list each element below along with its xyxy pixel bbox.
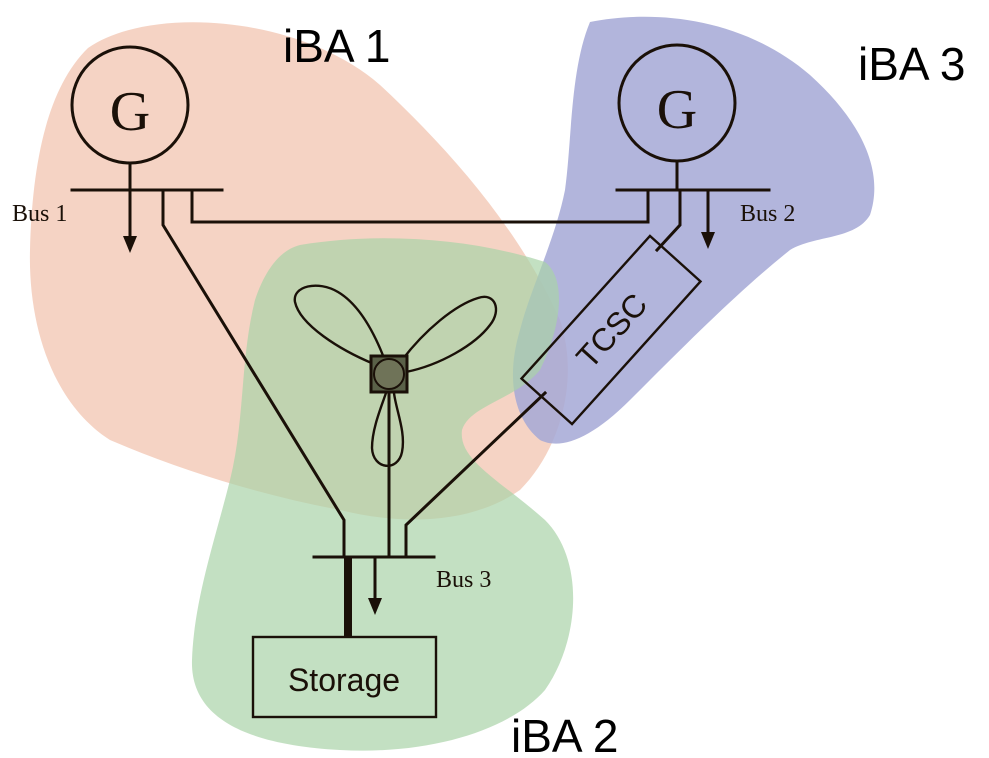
load-arrow-icon (368, 555, 382, 615)
line-bus2-tcsc (654, 188, 682, 253)
iba3-label: iBA 3 (858, 38, 965, 90)
generator-2: G (617, 43, 737, 192)
bus-3-label: Bus 3 (436, 567, 491, 593)
generator-1-label: G (110, 81, 150, 143)
load-arrow-icon (123, 188, 137, 253)
iba2-label: iBA 2 (511, 710, 618, 758)
generator-1: G (70, 45, 190, 192)
storage-box (251, 635, 438, 719)
storage-label: Storage (288, 662, 400, 698)
generator-2-label: G (657, 79, 697, 141)
iba2-region (191, 238, 574, 751)
iba1-label: iBA 1 (283, 20, 390, 72)
load-arrow-icon (701, 188, 715, 249)
line-bus1-bus2 (190, 188, 650, 224)
bus-2-label: Bus 2 (740, 201, 795, 227)
wind-turbine-icon (293, 284, 498, 467)
bus-1-label: Bus 1 (12, 201, 67, 227)
line-bus1-bus3 (161, 188, 346, 559)
iba3-region (512, 16, 875, 444)
line-tcsc-bus3 (404, 390, 548, 559)
